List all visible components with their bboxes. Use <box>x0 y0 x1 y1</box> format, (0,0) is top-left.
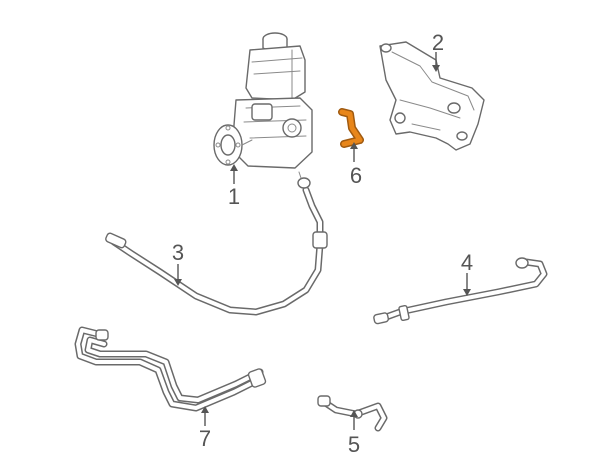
callout-3: 3 <box>172 240 184 265</box>
part-3-pressure-hose <box>105 171 328 316</box>
callout-6: 6 <box>350 163 362 188</box>
part-6-hose <box>338 108 364 148</box>
callout-7: 7 <box>199 426 211 451</box>
part-1-pump <box>213 32 313 169</box>
part-5-small-hose <box>317 395 388 432</box>
callout-1: 1 <box>228 184 240 209</box>
callout-4: 4 <box>461 250 473 275</box>
part-2-bracket <box>379 41 485 151</box>
callout-5: 5 <box>348 432 360 457</box>
part-4-return-line <box>373 257 548 325</box>
callout-2: 2 <box>432 30 444 55</box>
leader-lines <box>174 52 471 430</box>
part-7-cooler-line <box>74 326 267 412</box>
